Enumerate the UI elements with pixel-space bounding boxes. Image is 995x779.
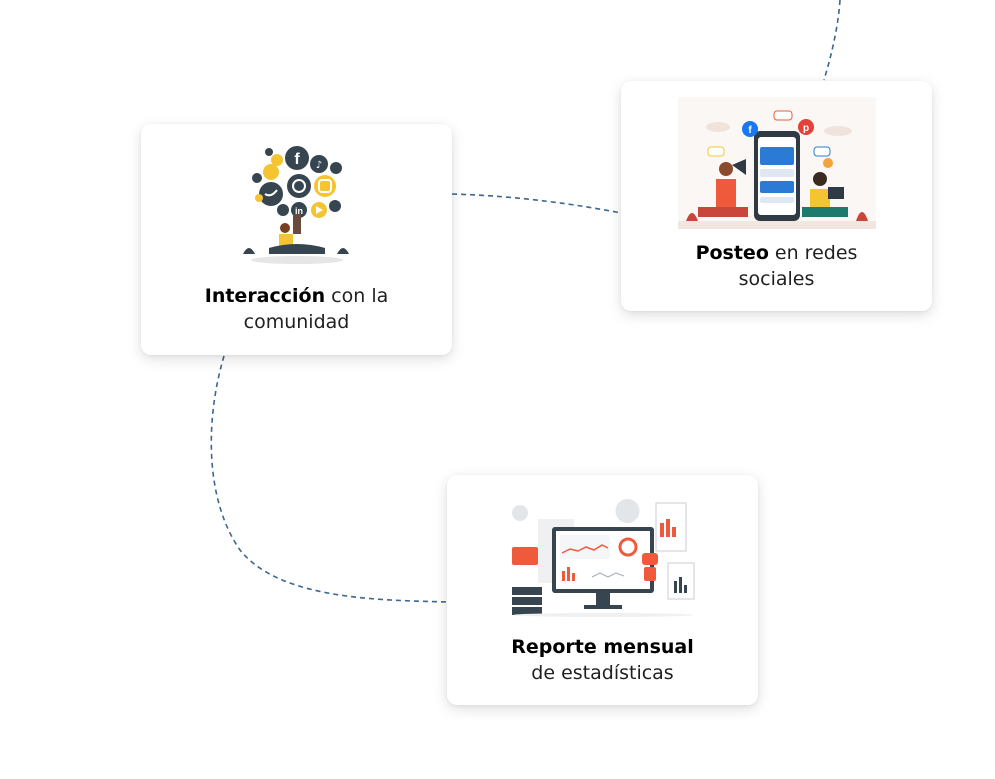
connector-top	[823, 0, 841, 81]
svg-text:in: in	[295, 206, 303, 216]
card-posteo-redes-sociales: f p Posteo en redes sociales	[621, 81, 932, 311]
connector-interaccion-posteo	[451, 193, 622, 214]
caption-bold: Posteo	[695, 242, 769, 264]
svg-text:f: f	[748, 125, 752, 136]
connector-interaccion-reporte	[210, 355, 448, 603]
caption-bold: Interacción	[204, 285, 326, 307]
facebook-icon	[741, 121, 758, 137]
svg-text:p: p	[802, 123, 808, 134]
whatsapp-icon	[286, 174, 311, 198]
chat-icon	[329, 162, 342, 174]
caption-bold: Reporte mensual	[511, 636, 694, 658]
facebook-icon	[284, 146, 309, 170]
monthly-report-illustration	[511, 499, 694, 617]
caption-rest: en redes	[768, 242, 858, 264]
caption-rest: con la	[325, 285, 389, 307]
svg-text:f: f	[294, 151, 300, 168]
pinterest-icon	[797, 119, 814, 135]
card-reporte-mensual: Reporte mensual de estadísticas	[447, 475, 758, 705]
location-icon	[328, 200, 341, 212]
svg-text:♪: ♪	[315, 160, 321, 171]
card-caption: Posteo en redes sociales	[621, 240, 932, 292]
card-caption: Reporte mensual de estadísticas	[447, 634, 758, 686]
tiktok-icon	[309, 155, 328, 173]
instagram-icon	[313, 175, 336, 197]
card-interaccion-comunidad: f ♪ in Interacción con la comunidad	[141, 124, 452, 355]
caption-line2: de estadísticas	[531, 662, 674, 684]
caption-line2: comunidad	[243, 311, 350, 333]
heart-icon	[276, 204, 289, 216]
community-interaction-illustration: f ♪ in	[242, 146, 349, 264]
card-caption: Interacción con la comunidad	[141, 283, 452, 335]
robot-icon	[641, 553, 658, 565]
caption-line2: sociales	[738, 268, 815, 290]
social-posting-illustration: f p	[677, 97, 876, 229]
